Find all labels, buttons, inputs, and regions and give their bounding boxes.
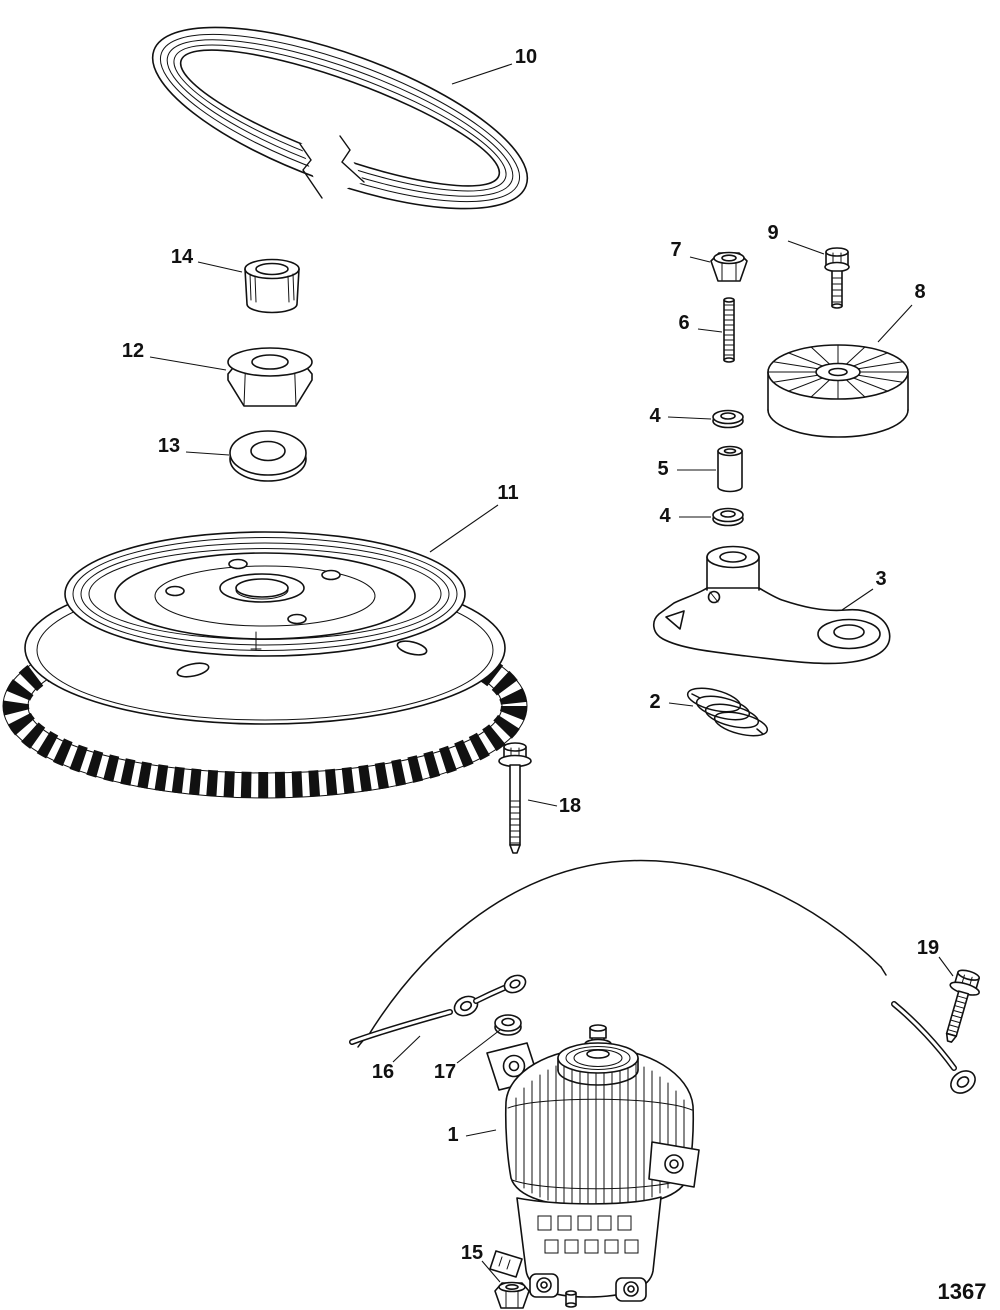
tensioner-spacer — [717, 445, 743, 493]
callout-7: 7 — [670, 239, 681, 261]
callout-leader-4a — [667, 416, 712, 420]
callout-19: 19 — [917, 937, 939, 959]
harness-wire — [357, 859, 887, 1048]
serpentine-belt — [151, 26, 529, 210]
spacer-bushing — [244, 258, 300, 314]
washer-lower — [712, 507, 744, 527]
callouts: 10 14 12 13 11 7 9 6 8 4 5 4 3 2 18 19 1… — [122, 46, 987, 1304]
alternator-nut — [494, 1281, 530, 1309]
callout-leader-17 — [456, 1029, 501, 1064]
tensioner-nut — [710, 251, 748, 282]
callout-9: 9 — [767, 222, 778, 244]
callout-leader-7 — [689, 256, 711, 263]
callout-14: 14 — [171, 246, 194, 268]
idler-pulley — [767, 344, 909, 438]
callout-leader-9 — [787, 240, 825, 255]
callout-11: 11 — [497, 482, 518, 504]
callout-1: 1 — [447, 1124, 458, 1146]
callout-4-lower: 4 — [659, 505, 671, 527]
callout-5: 5 — [657, 458, 668, 480]
callout-leader-12 — [149, 356, 227, 371]
callout-leader-10 — [451, 63, 513, 85]
callout-leader-19 — [938, 956, 954, 977]
callout-16: 16 — [372, 1061, 394, 1083]
ground-wire — [349, 974, 527, 1045]
alternator — [486, 1024, 700, 1308]
callout-8: 8 — [914, 281, 925, 303]
callout-leader-1 — [465, 1129, 497, 1137]
callout-13: 13 — [158, 435, 180, 457]
callout-leader-14 — [197, 261, 243, 273]
callout-6: 6 — [678, 312, 689, 334]
callout-15: 15 — [461, 1242, 483, 1264]
callout-17: 17 — [434, 1061, 456, 1083]
figure-number: 1367 — [938, 1279, 987, 1304]
callout-leader-8 — [877, 304, 913, 343]
ground-bolt — [945, 969, 980, 1043]
callout-leader-11 — [429, 504, 499, 553]
callout-leader-15 — [481, 1260, 501, 1283]
ground-cable — [891, 1001, 976, 1094]
callout-2: 2 — [649, 691, 660, 713]
callout-leader-2 — [668, 702, 694, 707]
callout-18: 18 — [559, 795, 581, 817]
alternator-washer — [494, 1014, 522, 1036]
alternator-bolt — [498, 742, 532, 854]
tensioner-bracket — [653, 545, 891, 665]
callout-10: 10 — [515, 46, 537, 68]
tensioner-spring — [686, 687, 769, 737]
washer-upper — [712, 409, 744, 429]
callout-12: 12 — [122, 340, 144, 362]
flywheel-nut — [227, 347, 313, 407]
callout-3: 3 — [875, 568, 886, 590]
flywheel-washer — [229, 430, 307, 482]
callout-leader-16 — [392, 1035, 421, 1063]
tensioner-stud — [723, 297, 735, 363]
callout-4-upper: 4 — [649, 405, 661, 427]
callout-leader-6 — [697, 328, 723, 333]
flywheel — [2, 531, 528, 799]
callout-leader-13 — [185, 451, 230, 456]
pulley-bolt — [824, 247, 850, 309]
callout-leader-3 — [841, 588, 874, 611]
callout-leader-18 — [527, 799, 558, 807]
